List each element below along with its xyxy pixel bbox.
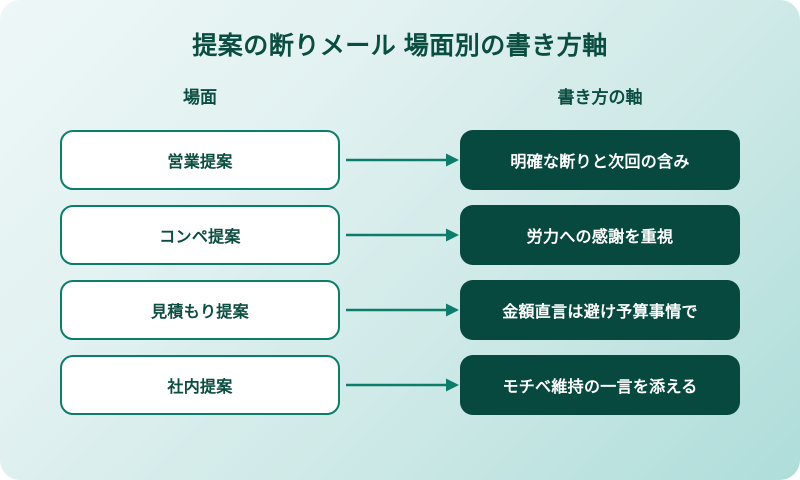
scene-card-label: コンペ提案	[159, 229, 241, 246]
diagram-row: 営業提案 明確な断りと次回の含み	[0, 130, 800, 190]
scene-card-eigyou[interactable]: 営業提案	[60, 130, 340, 190]
arrow-right-icon	[346, 300, 460, 320]
axis-card-label: モチベ維持の一言を添える	[502, 379, 698, 396]
scene-card-mitsumori[interactable]: 見積もり提案	[60, 280, 340, 340]
axis-card-compe[interactable]: 労力への感謝を重視	[460, 205, 740, 265]
axis-card-label: 労力への感謝を重視	[526, 229, 674, 246]
scene-card-label: 社内提案	[167, 379, 233, 396]
axis-card-label: 金額直言は避け予算事情で	[502, 304, 698, 321]
page-title: 提案の断りメール 場面別の書き方軸	[192, 32, 608, 60]
axis-card-mitsumori[interactable]: 金額直言は避け予算事情で	[460, 280, 740, 340]
scene-card-shanai[interactable]: 社内提案	[60, 355, 340, 415]
arrow-right-icon	[346, 225, 460, 245]
scene-card-compe[interactable]: コンペ提案	[60, 205, 340, 265]
arrow-right-icon	[346, 150, 460, 170]
scene-card-label: 営業提案	[167, 154, 233, 171]
scene-card-label: 見積もり提案	[151, 304, 249, 321]
column-header-axis: 書き方の軸	[557, 88, 643, 107]
axis-card-eigyou[interactable]: 明確な断りと次回の含み	[460, 130, 740, 190]
arrow-right-icon	[346, 375, 460, 395]
axis-card-label: 明確な断りと次回の含み	[510, 154, 690, 171]
column-header-scene: 場面	[183, 88, 217, 107]
diagram-row: コンペ提案 労力への感謝を重視	[0, 205, 800, 265]
diagram-row: 見積もり提案 金額直言は避け予算事情で	[0, 280, 800, 340]
axis-card-shanai[interactable]: モチベ維持の一言を添える	[460, 355, 740, 415]
diagram-row: 社内提案 モチベ維持の一言を添える	[0, 355, 800, 415]
